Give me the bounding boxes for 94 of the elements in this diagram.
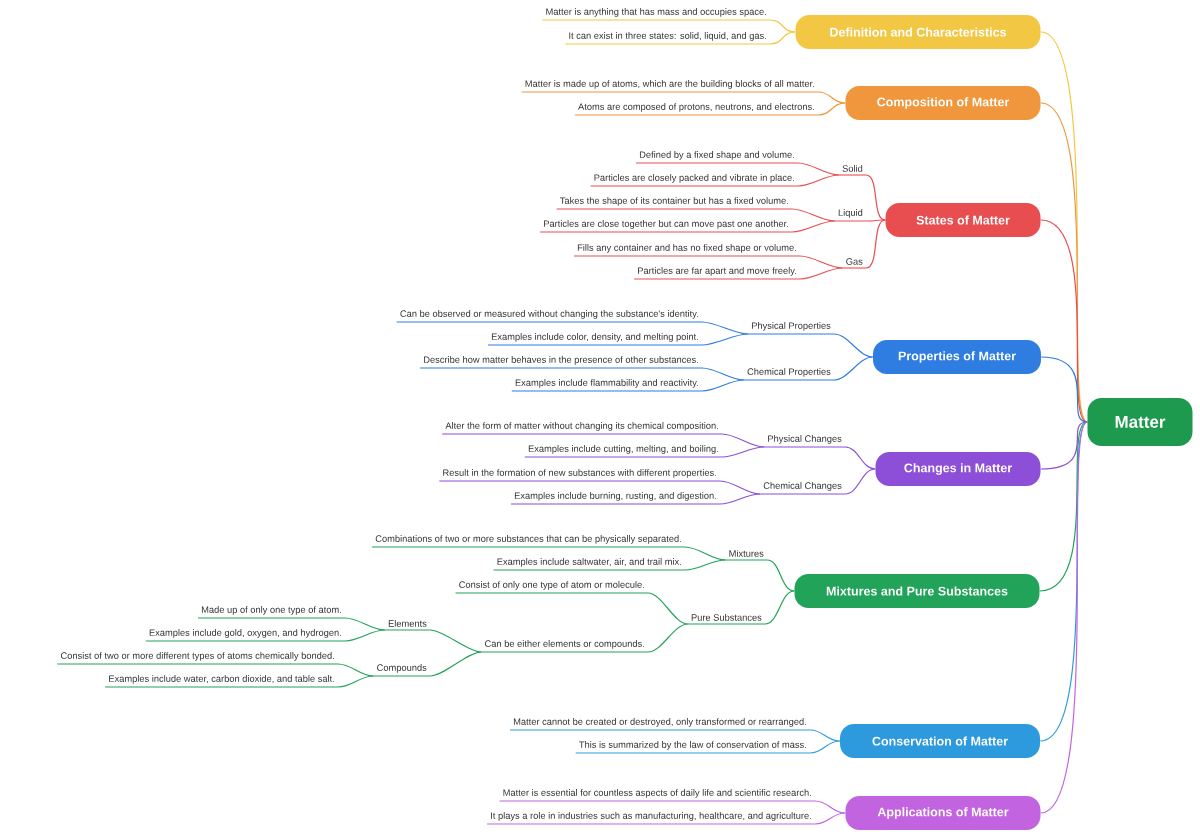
connector bbox=[844, 446, 876, 470]
connector bbox=[797, 162, 840, 176]
connector bbox=[809, 740, 841, 754]
underlined-text: Examples include burning, rusting, and digestion. bbox=[510, 492, 721, 505]
underlined-text: Matter is anything that has mass and occupies space. bbox=[541, 8, 771, 21]
underlined-text: Matter is made up of atoms, which are the building blocks of all matter. bbox=[521, 80, 819, 93]
connector bbox=[809, 729, 841, 742]
connector bbox=[721, 433, 765, 448]
connector bbox=[344, 629, 386, 642]
underlined-text: Result in the formation of new substances with different properties. bbox=[438, 469, 721, 482]
underlined-text: Takes the shape of its container but has a fixed volume. bbox=[556, 197, 793, 210]
topic-pill: Definition and Characteristics bbox=[795, 15, 1041, 49]
topic-pill: Conservation of Matter bbox=[840, 724, 1040, 758]
topic-pill: Composition of Matter bbox=[845, 86, 1041, 120]
connector bbox=[797, 174, 840, 187]
underlined-text: Physical Changes bbox=[763, 435, 846, 448]
underlined-text: Examples include cutting, melting, and boiling. bbox=[524, 445, 723, 458]
topic-pill: Changes in Matter bbox=[875, 452, 1041, 486]
underlined-text: Examples include saltwater, air, and trail mix. bbox=[493, 558, 686, 571]
underlined-text: Consist of two or more different types of atoms chemically bonded. bbox=[56, 652, 339, 665]
underlined-text: Mixtures bbox=[724, 549, 768, 561]
connector bbox=[647, 592, 689, 625]
connector bbox=[791, 208, 836, 222]
underlined-text: Chemical Properties bbox=[743, 368, 835, 381]
root-node: Matter bbox=[1087, 398, 1193, 446]
connector bbox=[429, 651, 482, 677]
connector bbox=[799, 255, 844, 269]
underlined-text: Can be observed or measured without changing the substance's identity. bbox=[396, 310, 703, 323]
underlined-text: Chemical Changes bbox=[759, 482, 846, 495]
connector bbox=[429, 629, 482, 653]
connector bbox=[344, 617, 386, 631]
connector bbox=[684, 559, 727, 571]
underlined-text: Can be either elements or compounds. bbox=[480, 640, 649, 653]
connector bbox=[814, 800, 846, 814]
underlined-text: Fills any container and has no fixed shape or volume. bbox=[573, 244, 801, 257]
underlined-text: Elements bbox=[384, 619, 431, 631]
connector bbox=[1040, 421, 1088, 814]
underlined-text: Particles are close together but can move past one another. bbox=[539, 220, 793, 233]
topic-pill: States of Matter bbox=[885, 203, 1041, 237]
connector bbox=[865, 219, 886, 222]
underlined-text: It plays a role in industries such as manufacturing, healthcare, and agriculture. bbox=[486, 812, 816, 825]
underlined-text: Alter the form of matter without changing its chemical composition. bbox=[441, 422, 723, 435]
connector bbox=[719, 493, 761, 505]
underlined-text: Gas bbox=[842, 258, 867, 269]
connector bbox=[1039, 421, 1088, 592]
underlined-text: Pure Substances bbox=[687, 613, 766, 625]
connector bbox=[1040, 356, 1088, 423]
underlined-text: Combinations of two or more substances that can be physically separated. bbox=[371, 535, 686, 548]
underlined-text: Liquid bbox=[834, 209, 867, 222]
connector bbox=[769, 19, 796, 33]
topic-pill: Properties of Matter bbox=[873, 340, 1041, 374]
underlined-text: Compounds bbox=[372, 664, 431, 677]
underlined-text: Examples include color, density, and melting point. bbox=[487, 333, 703, 346]
connector bbox=[844, 468, 876, 495]
underlined-text: Particles are far apart and move freely. bbox=[633, 267, 801, 280]
underlined-text: Solid bbox=[838, 164, 867, 176]
connector bbox=[833, 333, 874, 358]
connector bbox=[701, 379, 745, 392]
connector bbox=[791, 220, 836, 233]
connector bbox=[766, 559, 795, 592]
underlined-text: Examples include gold, oxygen, and hydrogen. bbox=[145, 629, 346, 642]
underlined-text: Defined by a fixed shape and volume. bbox=[635, 151, 799, 164]
connector bbox=[817, 91, 846, 104]
underlined-text: This is summarized by the law of conservation of mass. bbox=[575, 741, 811, 754]
connector bbox=[814, 812, 846, 825]
underlined-text: Consist of only one type of atom or molecule. bbox=[454, 581, 649, 594]
underlined-text: Matter cannot be created or destroyed, only transformed or rearranged. bbox=[509, 718, 811, 731]
topic-pill: Mixtures and Pure Substances bbox=[794, 574, 1040, 608]
connector bbox=[647, 623, 689, 653]
underlined-text: It can exist in three states: solid, liquid, and gas. bbox=[564, 32, 771, 45]
underlined-text: Examples include water, carbon dioxide, and table salt. bbox=[104, 675, 339, 688]
connector bbox=[865, 174, 886, 221]
connector bbox=[799, 267, 844, 280]
connector bbox=[337, 663, 375, 677]
connector bbox=[769, 31, 796, 45]
connector bbox=[701, 321, 749, 335]
underlined-text: Physical Properties bbox=[747, 322, 835, 335]
connector bbox=[865, 219, 886, 269]
connector bbox=[1040, 219, 1088, 423]
connector bbox=[719, 480, 761, 495]
connector bbox=[337, 675, 375, 688]
underlined-text: Examples include flammability and reactivity. bbox=[511, 379, 703, 392]
underlined-text: Made up of only one type of atom. bbox=[197, 606, 346, 619]
topic-pill: Applications of Matter bbox=[845, 796, 1041, 830]
connector bbox=[833, 356, 874, 381]
underlined-text: Atoms are composed of protons, neutrons, and electrons. bbox=[574, 103, 819, 116]
connector bbox=[764, 590, 795, 625]
underlined-text: Particles are closely packed and vibrate in place. bbox=[589, 174, 799, 187]
underlined-text: Describe how matter behaves in the presence of other substances. bbox=[419, 356, 703, 369]
connector bbox=[701, 367, 745, 381]
underlined-text: Matter is essential for countless aspects of daily life and scientific research. bbox=[498, 789, 816, 802]
connector bbox=[817, 102, 846, 116]
connector bbox=[721, 446, 765, 458]
connector bbox=[701, 333, 749, 346]
